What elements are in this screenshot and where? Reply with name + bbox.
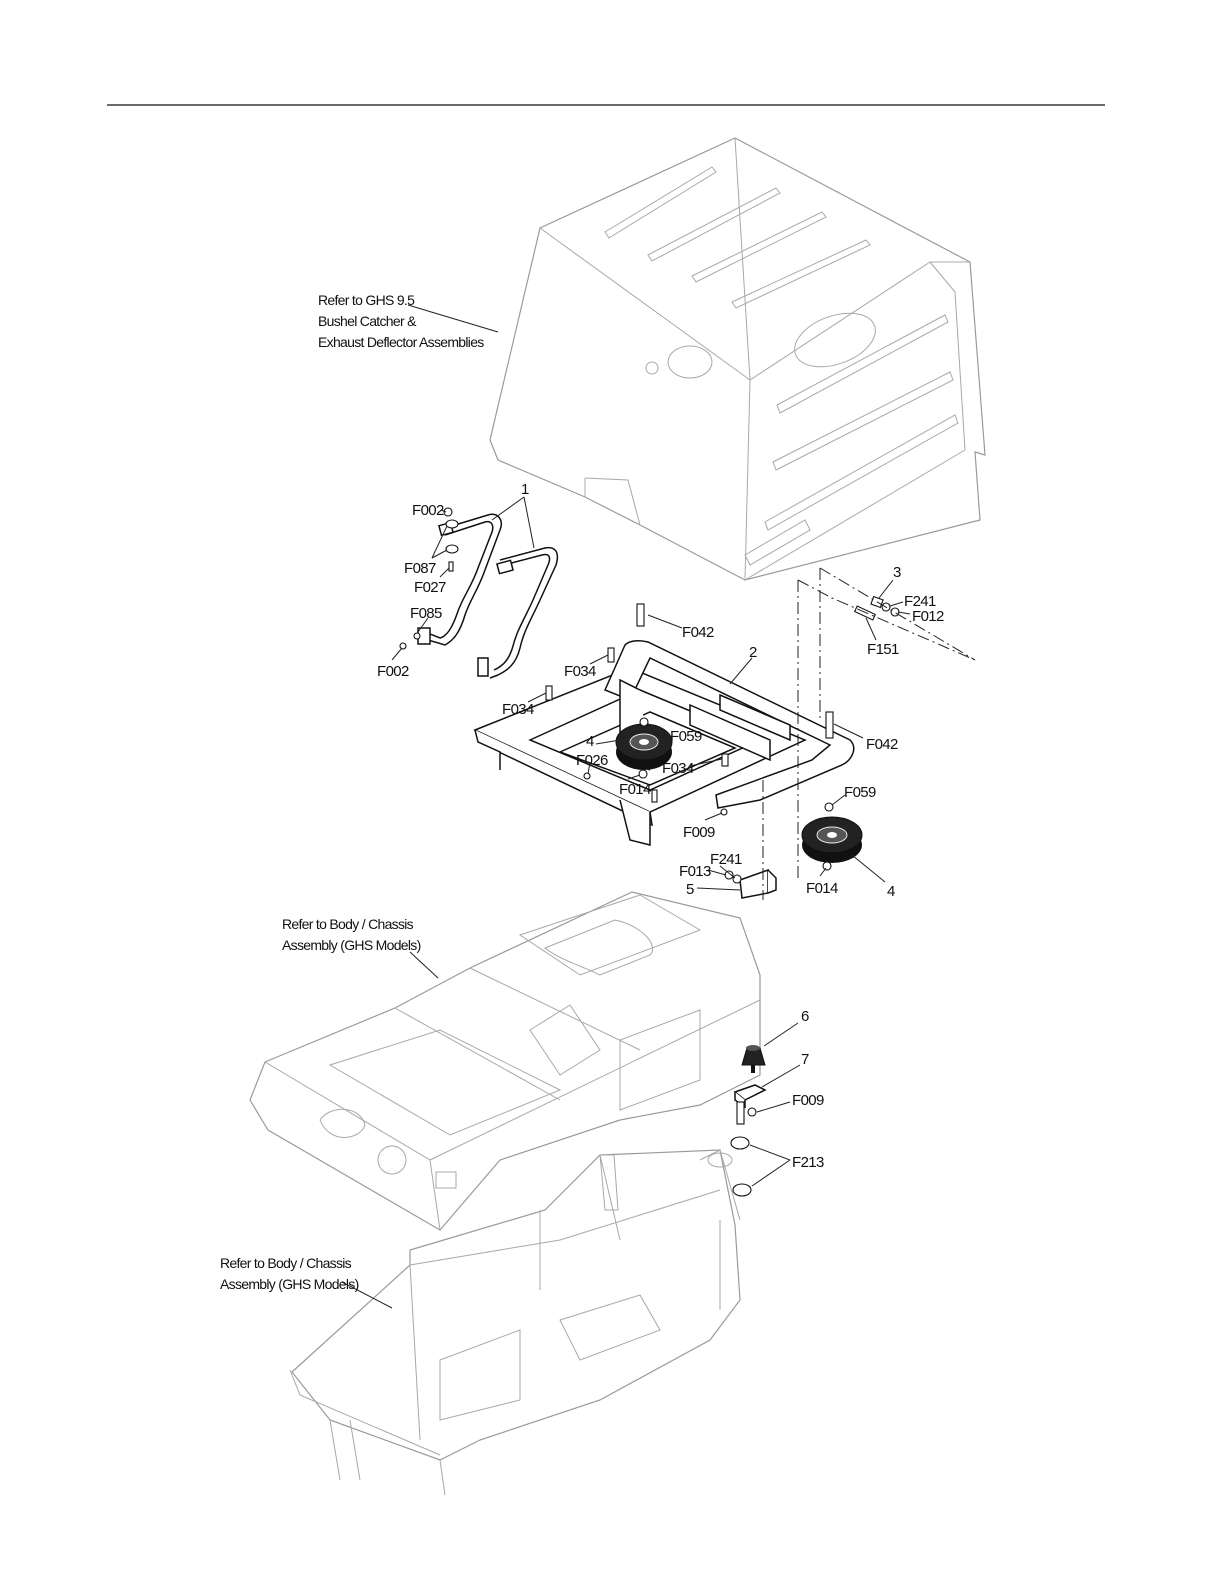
callout-f042-top: F042	[682, 624, 714, 641]
callout-f012: F012	[912, 608, 944, 625]
callout-f002-top: F002	[412, 502, 444, 519]
callout-f087: F087	[404, 560, 436, 577]
callout-f034-center: F034	[662, 760, 694, 777]
callout-7: 7	[801, 1051, 809, 1068]
callout-f026: F026	[576, 752, 608, 769]
callout-f014-lower: F014	[806, 880, 838, 897]
callout-f213: F213	[792, 1154, 824, 1171]
callout-f042-right: F042	[866, 736, 898, 753]
chassis-outline	[290, 1150, 740, 1495]
callout-f034-top: F034	[564, 663, 596, 680]
callout-4-lower: 4	[887, 883, 895, 900]
callout-f151: F151	[867, 641, 899, 658]
note-body-line2: Assembly (GHS Models)	[282, 937, 421, 953]
callout-f059-upper: F059	[670, 728, 702, 745]
callout-f034-left: F034	[502, 701, 534, 718]
callout-f009-bumper: F009	[792, 1092, 824, 1109]
callout-f059-lower: F059	[844, 784, 876, 801]
callout-f085: F085	[410, 605, 442, 622]
callout-f009-frame: F009	[683, 824, 715, 841]
callout-1: 1	[521, 481, 529, 498]
callout-4-upper: 4	[586, 733, 594, 750]
note-catcher-line3: Exhaust Deflector Assemblies	[318, 334, 484, 350]
callout-3: 3	[893, 564, 901, 581]
callout-5: 5	[686, 881, 694, 898]
note-chassis-line2: Assembly (GHS Models)	[220, 1276, 359, 1292]
note-chassis-line1: Refer to Body / Chassis	[220, 1255, 352, 1271]
callout-f002-bottom: F002	[377, 663, 409, 680]
note-catcher-line1: Refer to GHS 9.5	[318, 292, 415, 308]
note-body-line1: Refer to Body / Chassis	[282, 916, 414, 932]
side-hardware	[855, 597, 899, 620]
bracket	[725, 870, 776, 898]
bushel-catcher-outline	[490, 138, 985, 580]
callout-f027: F027	[414, 579, 446, 596]
strap-right	[478, 548, 557, 678]
callout-6: 6	[801, 1008, 809, 1025]
note-catcher-line2: Bushel Catcher &	[318, 313, 417, 329]
callout-f014-upper: F014	[619, 781, 651, 798]
callout-2: 2	[749, 644, 757, 661]
callout-f241-lower: F241	[710, 851, 742, 868]
callout-f013: F013	[679, 863, 711, 880]
